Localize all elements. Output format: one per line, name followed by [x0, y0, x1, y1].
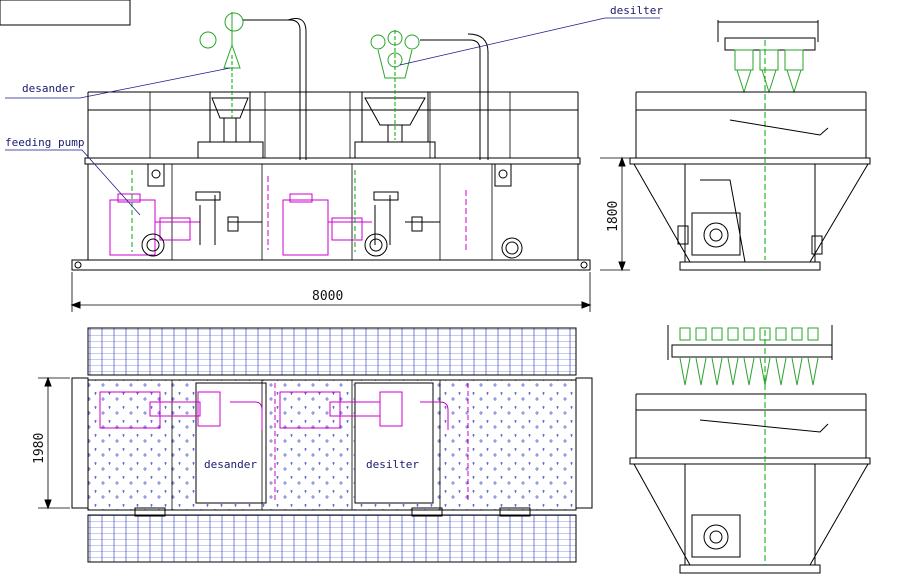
dim-line-height [600, 157, 630, 271]
label-desander: desander [22, 82, 75, 95]
side-elevation-desilter [629, 325, 871, 574]
desilter-unit [354, 30, 489, 160]
title-box [0, 0, 131, 26]
label-plan-desander: desander [204, 458, 257, 471]
top-walkway [87, 327, 577, 376]
skid-base [71, 259, 591, 271]
desander-unit [197, 12, 307, 160]
label-plan-desilter: desilter [366, 458, 419, 471]
side-elevation [629, 20, 871, 271]
feeding-pump-1 [109, 191, 262, 257]
dim-line-width [38, 377, 70, 509]
label-desilter: desilter [610, 4, 663, 17]
tank-body [87, 163, 579, 261]
leader-lines [5, 17, 660, 216]
plan-view [38, 327, 593, 563]
label-feeding-pump: feeding pump [5, 136, 84, 149]
front-elevation [0, 0, 630, 312]
handrail [87, 91, 579, 158]
dimension-length: 8000 [312, 289, 343, 304]
deck [84, 157, 581, 165]
tank-top [87, 379, 577, 511]
dimension-width: 1980 [32, 433, 47, 464]
dimension-height: 1800 [606, 201, 621, 232]
feeding-pump-2 [282, 191, 440, 257]
bottom-walkway [87, 514, 577, 563]
